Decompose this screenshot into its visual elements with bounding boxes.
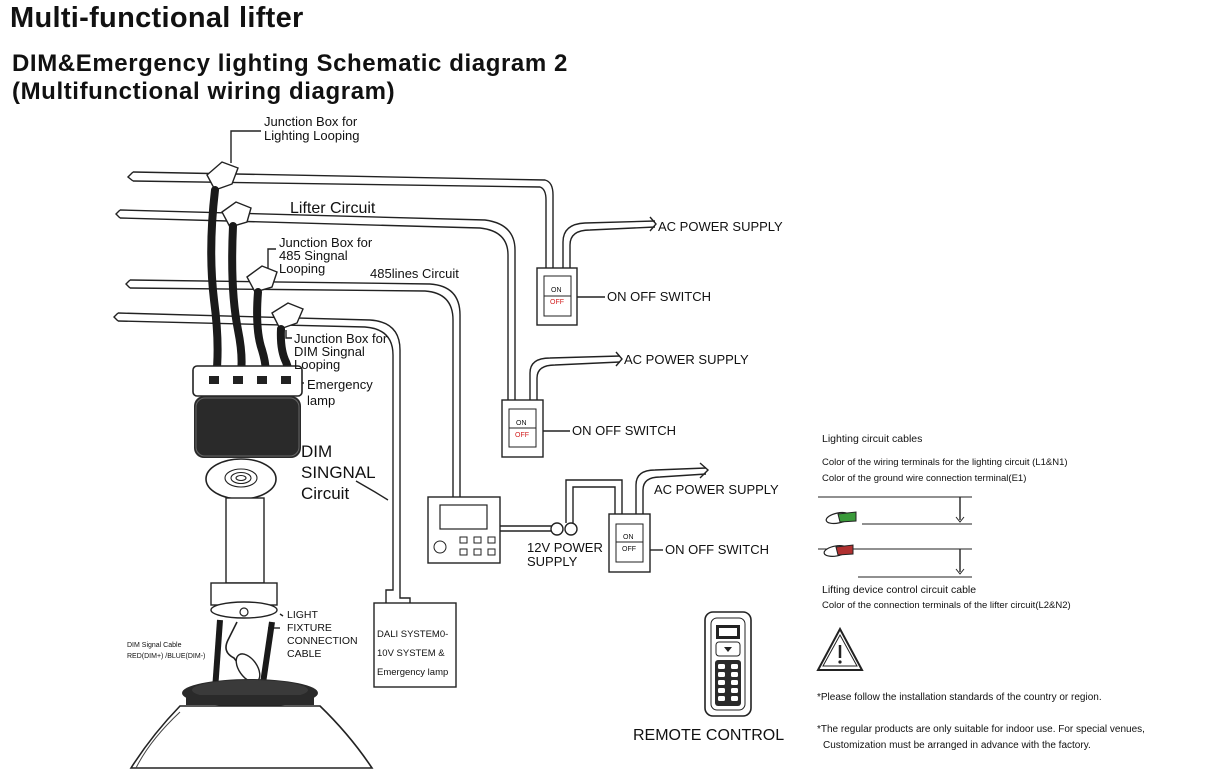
note-installation: *Please follow the installation standard… <box>817 692 1102 703</box>
junction-box-lighting <box>206 161 239 191</box>
switch-2-off: OFF <box>515 432 529 439</box>
ac-supply-wire-3 <box>635 462 710 514</box>
switch-1-on: ON <box>551 287 562 294</box>
legend-line-1: Color of the wiring terminals for the li… <box>822 457 1068 468</box>
note-customization: Customization must be arranged in advanc… <box>823 740 1091 751</box>
junction-box-lifter <box>221 201 252 228</box>
label-light-fixture-cable: LIGHT FIXTURE CONNECTION CABLE <box>287 609 358 660</box>
label-dim-signal-cable: DIM Signal Cable RED(DIM+) /BLUE(DIM-) <box>127 642 206 660</box>
diagram-subtitle-2: (Multifunctional wiring diagram) <box>12 78 396 105</box>
label-ac-power-2: AC POWER SUPPLY <box>624 352 749 367</box>
legend-lifting-title: Lifting device control circuit cable <box>822 584 977 596</box>
switch-box-3[interactable] <box>608 513 651 573</box>
label-switch-1: ON OFF SWITCH <box>607 289 711 304</box>
label-dim-signal-circuit: DIM SINGNAL Circuit <box>301 442 376 503</box>
junction-box-485 <box>246 265 278 293</box>
switch-box-2[interactable] <box>501 399 544 458</box>
controller-unit[interactable] <box>427 496 501 564</box>
warning-icon <box>816 626 864 671</box>
label-switch-2: ON OFF SWITCH <box>572 423 676 438</box>
label-junction-box-485: Junction Box for 485 Singnal Looping <box>279 235 373 276</box>
rs485-feed-line <box>125 279 461 497</box>
label-ac-power-1: AC POWER SUPPLY <box>658 219 783 234</box>
label-dali-box: DALI SYSTEM0- 10V SYSTEM & Emergency lam… <box>377 629 449 678</box>
ac-supply-wire-1 <box>562 216 657 268</box>
main-title: Multi-functional lifter <box>10 2 304 34</box>
switch-box-1[interactable] <box>536 267 578 326</box>
label-remote-control: REMOTE CONTROL <box>633 727 785 744</box>
dim-feed-line <box>113 312 411 603</box>
power-12v-wiring <box>500 479 623 536</box>
label-485-circuit: 485lines Circuit <box>370 266 459 281</box>
lamp-fixture <box>129 619 374 769</box>
label-ac-power-3: AC POWER SUPPLY <box>654 482 779 497</box>
lighting-feed-line <box>126 171 554 268</box>
legend-cable-lighting <box>818 496 972 525</box>
remote-control-icon[interactable] <box>704 611 752 717</box>
legend-title: Lighting circuit cables <box>822 433 923 445</box>
diagram-subtitle: DIM&Emergency lighting Schematic diagram… <box>12 50 569 77</box>
label-12v-power-supply: 12V POWER SUPPLY <box>527 540 603 569</box>
legend-lifting-line: Color of the connection terminals of the… <box>822 600 1071 611</box>
label-junction-box-lighting: Junction Box for Lighting Looping <box>264 114 360 143</box>
lifter-feed-line <box>115 209 516 400</box>
switch-2-on: ON <box>516 420 527 427</box>
switch-1-off: OFF <box>550 299 564 306</box>
switch-3-on: ON <box>623 534 634 541</box>
note-indoor: *The regular products are only suitable … <box>817 724 1145 735</box>
ac-supply-wire-2 <box>529 351 623 400</box>
lifter-unit <box>192 365 303 500</box>
label-emergency-lamp: Emergency lamp <box>307 377 373 408</box>
legend-line-2: Color of the ground wire connection term… <box>822 473 1027 484</box>
lifter-cable-tube <box>210 497 284 629</box>
label-junction-box-dim: Junction Box for DIM Singnal Looping <box>294 331 388 372</box>
switch-3-off: OFF <box>622 546 636 553</box>
label-switch-3: ON OFF SWITCH <box>665 542 769 557</box>
legend-cable-lifter <box>818 544 972 578</box>
dali-box <box>373 602 457 688</box>
label-lifter-circuit: Lifter Circuit <box>290 200 376 217</box>
